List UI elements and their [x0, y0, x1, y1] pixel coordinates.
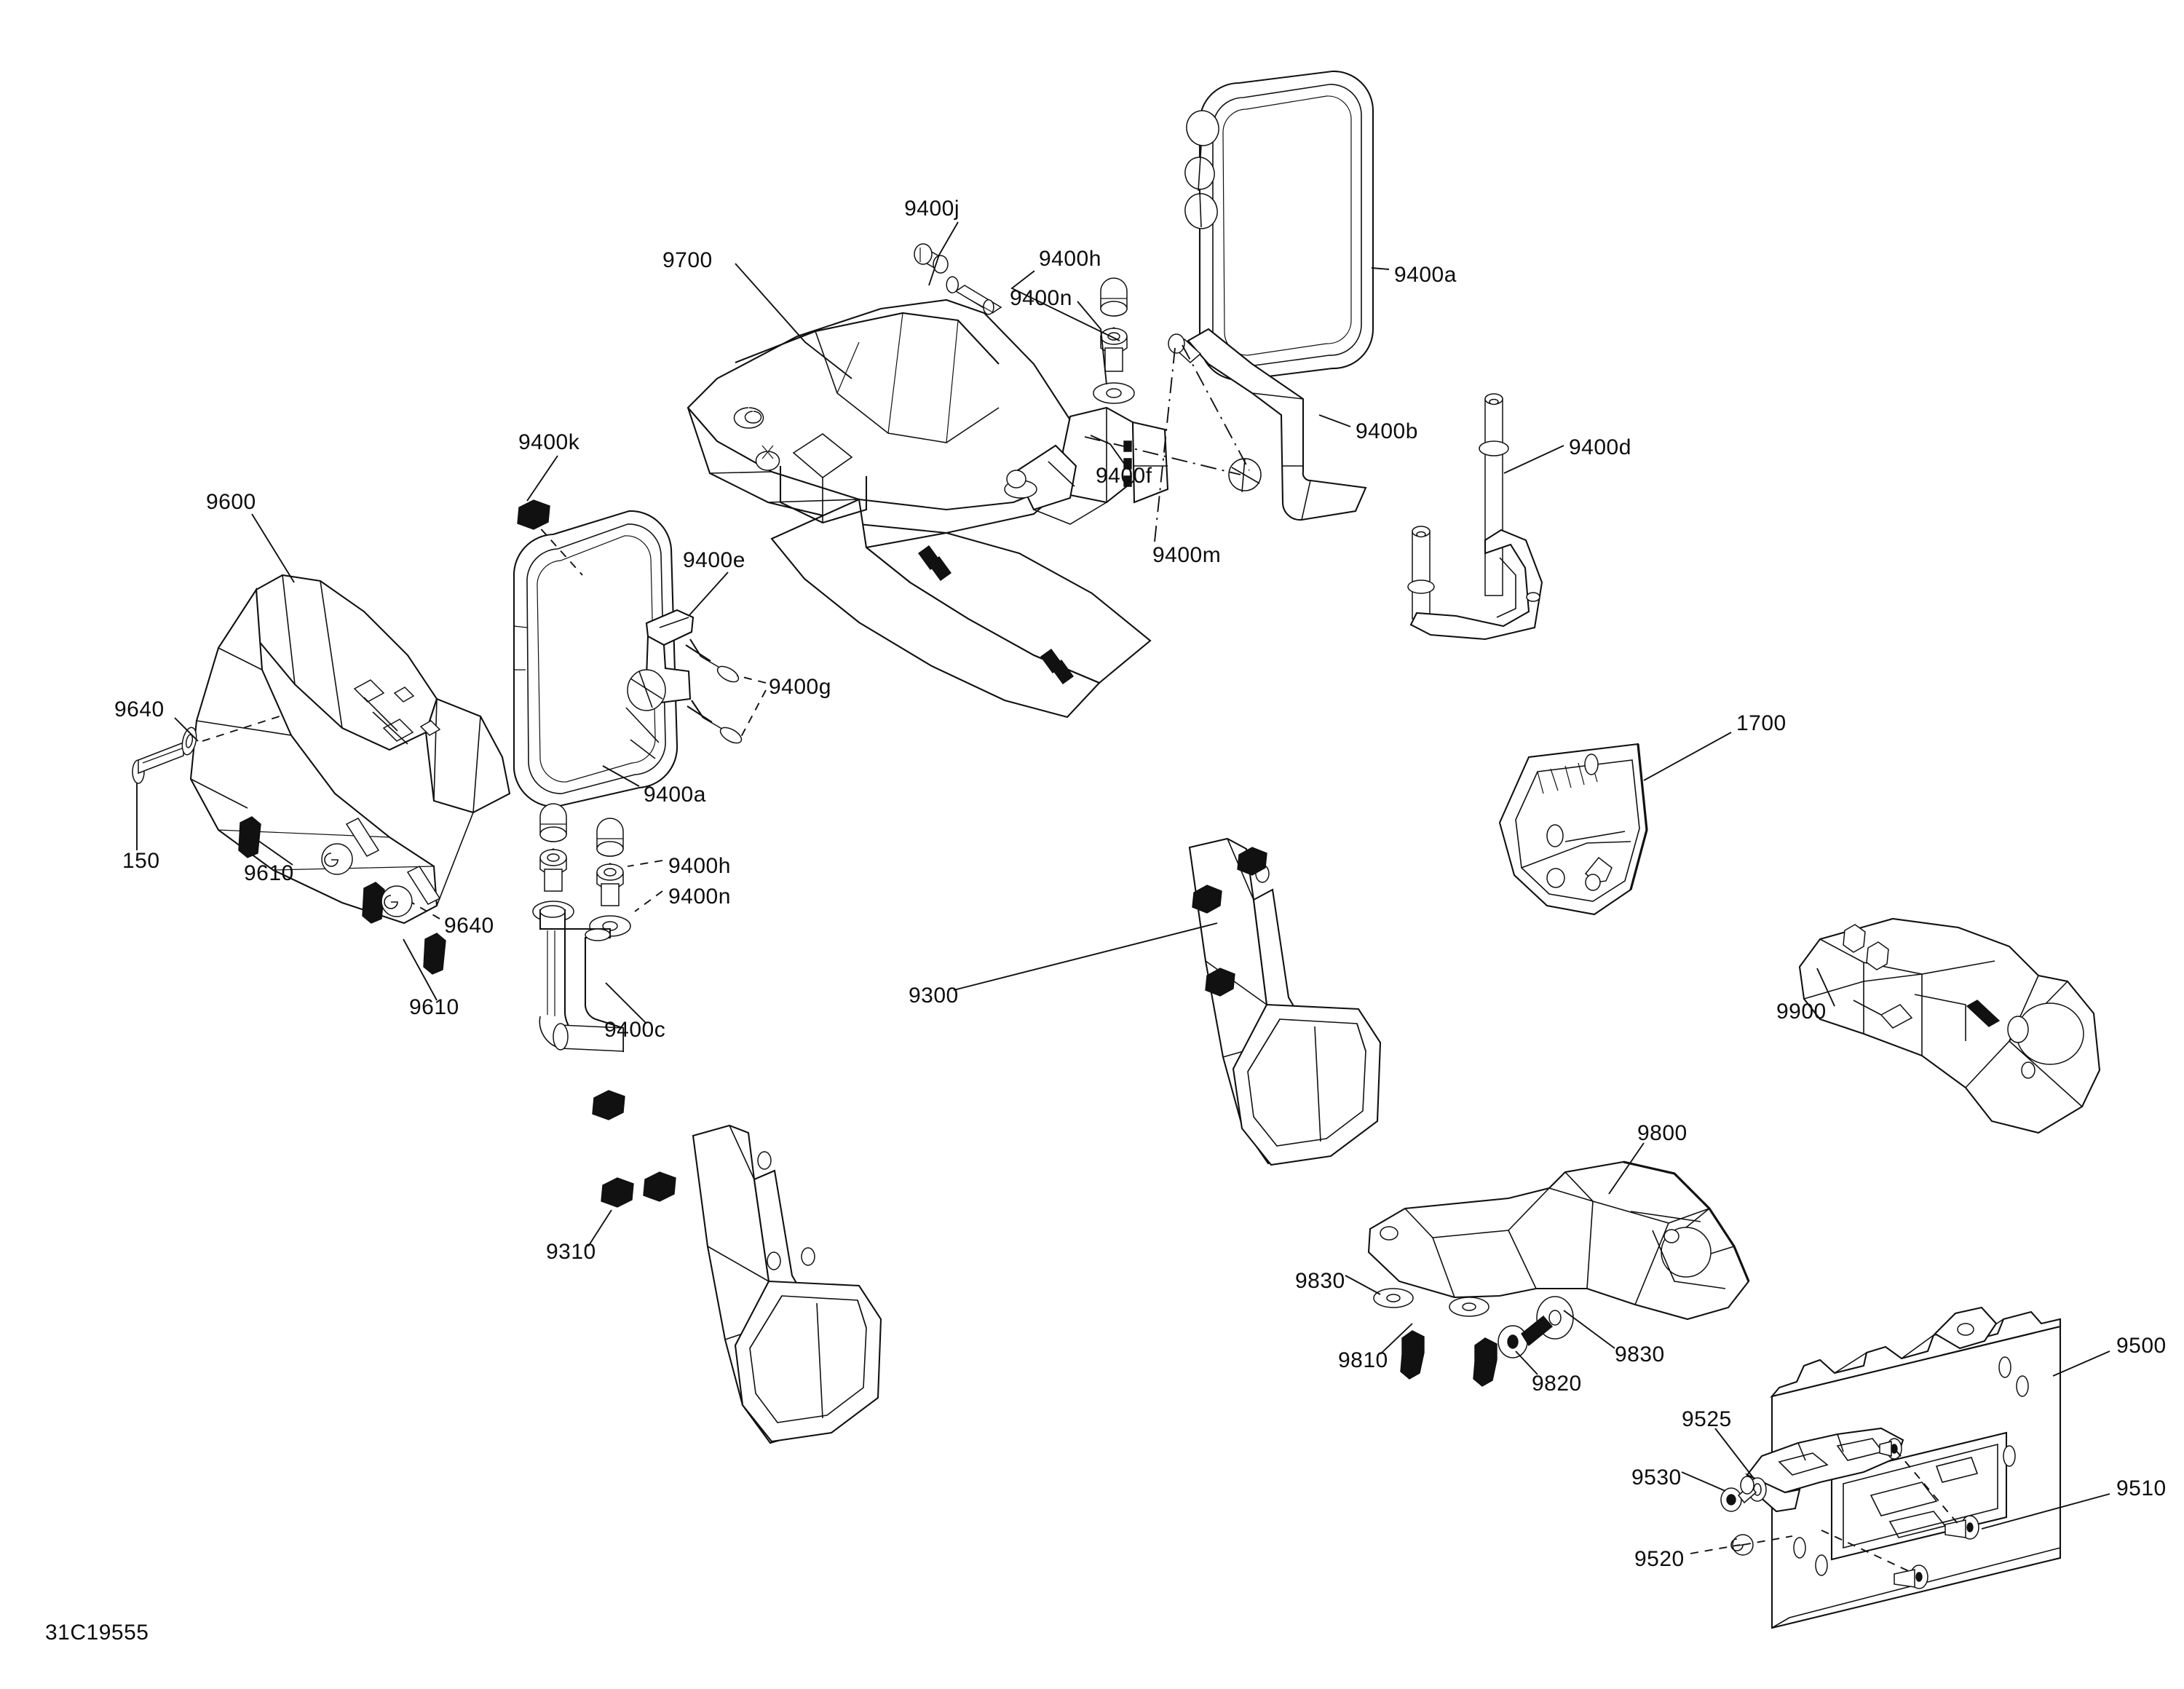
part-9400d-support-arm — [1407, 393, 1543, 641]
part-9820-flange-screw — [1497, 1316, 1553, 1358]
part-9510-panel-screw-b — [1894, 1565, 1928, 1589]
callout-9700: 9700 — [662, 248, 713, 272]
part-9640-washer-b — [321, 843, 353, 875]
callout-9400a-right: 9400a — [1394, 263, 1457, 287]
part-9800-console-cover — [1367, 1160, 1750, 1321]
part-9520-panel-nut — [1730, 1534, 1754, 1556]
part-9400n-washer-top — [1093, 382, 1135, 404]
part-9400c-u-bolt — [539, 905, 625, 1053]
callout-9820: 9820 — [1532, 1372, 1582, 1396]
part-9810-push-rivet-a — [1400, 1330, 1425, 1380]
part-9400f-base-bracket — [1004, 406, 1169, 525]
callout-9300: 9300 — [909, 984, 959, 1008]
callout-9400f: 9400f — [1096, 464, 1152, 488]
part-9530-bracket-bolt — [1720, 1476, 1757, 1512]
callout-9830-b: 9830 — [1615, 1342, 1665, 1366]
part-150-screw — [132, 741, 184, 784]
callout-150: 150 — [122, 849, 160, 873]
part-9310-fastener-b — [601, 1177, 634, 1208]
callout-9640-b: 9640 — [444, 914, 494, 938]
part-9400h-cap-nut-left-b — [596, 818, 624, 906]
part-9640-washer-c — [381, 885, 413, 917]
callout-9640-a: 9640 — [114, 697, 165, 721]
part-9400a-mirror-left — [513, 510, 678, 808]
part-9400k-retaining-clip — [517, 499, 550, 530]
callout-1700: 1700 — [1736, 711, 1787, 735]
callout-9600: 9600 — [206, 490, 256, 514]
callout-9400n-left: 9400n — [668, 885, 731, 909]
part-9400g-socket-screw-lower — [687, 700, 743, 744]
callout-9310: 9310 — [546, 1240, 596, 1264]
part-1700-corner-trim-panel — [1498, 743, 1648, 916]
callout-9610-a: 9610 — [244, 861, 294, 885]
callout-9400n-top: 9400n — [1010, 286, 1072, 310]
callout-9800: 9800 — [1637, 1121, 1688, 1145]
part-9640-washer-a — [181, 727, 197, 756]
callout-9400e: 9400e — [683, 548, 745, 572]
callout-9400h-left: 9400h — [668, 854, 731, 878]
part-9400a-mirror-right — [1184, 70, 1374, 381]
part-9830-washer-b — [1449, 1297, 1489, 1317]
part-9830-washer-a — [1373, 1288, 1414, 1308]
part-9400m-plug-cap — [1228, 458, 1262, 493]
part-9900-console-support — [1798, 917, 2101, 1134]
callout-9400m: 9400m — [1152, 543, 1222, 567]
part-9610-push-fastener-a — [238, 816, 261, 858]
part-9600-left-fender-panel — [189, 574, 511, 925]
callout-9400b: 9400b — [1356, 419, 1418, 443]
part-9310-fastener-a — [592, 1090, 625, 1120]
part-9610-push-fastener-c — [423, 933, 446, 975]
callout-9500: 9500 — [2116, 1334, 2167, 1358]
part-9400g-socket-screw-upper — [685, 638, 740, 683]
callout-9400c: 9400c — [604, 1018, 666, 1042]
callout-9400g: 9400g — [769, 675, 831, 699]
callout-9810: 9810 — [1338, 1348, 1388, 1372]
callout-9610-b: 9610 — [409, 995, 459, 1019]
callout-9400a-left: 9400a — [644, 783, 706, 807]
part-9400e-pivot-clamp — [625, 609, 695, 759]
callout-9400d: 9400d — [1569, 435, 1631, 459]
part-9510-panel-screw-c — [1879, 1438, 1902, 1460]
callout-9520: 9520 — [1634, 1547, 1685, 1571]
callout-9400j: 9400j — [904, 197, 960, 221]
part-9810-push-rivet-b — [1473, 1337, 1497, 1387]
part-9310-fastener-c — [643, 1171, 676, 1202]
part-9300-bracket-right — [1188, 837, 1382, 1166]
callout-9400k: 9400k — [518, 430, 580, 454]
part-9400j-spacer-sleeve — [946, 276, 1002, 315]
part-9400h-cap-nut-left-a — [539, 803, 567, 892]
part-9400b-bracket-arm — [1168, 328, 1367, 521]
drawing-number: 31C19555 — [45, 1621, 149, 1645]
callout-9830-a: 9830 — [1295, 1269, 1345, 1293]
part-9610-push-fastener-b — [362, 882, 385, 924]
callout-9530: 9530 — [1631, 1465, 1682, 1490]
callout-9400h-top: 9400h — [1039, 247, 1101, 271]
callout-9525: 9525 — [1682, 1407, 1732, 1431]
part-9300-bracket-left — [692, 1124, 882, 1444]
part-9510-panel-screw-a — [1944, 1515, 1979, 1540]
leader-lines — [136, 221, 2110, 1573]
callout-9510: 9510 — [2116, 1476, 2167, 1500]
part-9400h-cap-nut-top — [1100, 277, 1128, 372]
part-9700-fender-housing — [687, 298, 1152, 719]
callout-9900: 9900 — [1776, 1000, 1827, 1024]
